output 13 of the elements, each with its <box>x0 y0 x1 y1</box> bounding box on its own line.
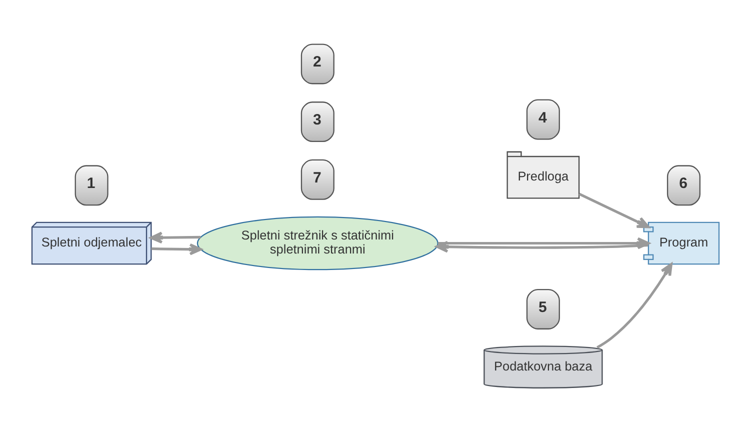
arrow <box>578 192 650 228</box>
arrow <box>596 263 672 349</box>
label: 2 <box>313 54 322 71</box>
label: 5 <box>538 298 547 316</box>
label: 4 <box>538 109 547 126</box>
label: 3 <box>313 112 322 129</box>
node-ellipse: Spletni strežnik s statičnimi spletnimi stranmi <box>196 216 438 270</box>
arrow <box>436 240 648 253</box>
arrow <box>150 232 201 244</box>
label: 7 <box>313 169 322 186</box>
label: 6 <box>679 175 688 192</box>
arrow <box>151 243 202 256</box>
label: 1 <box>86 175 96 192</box>
